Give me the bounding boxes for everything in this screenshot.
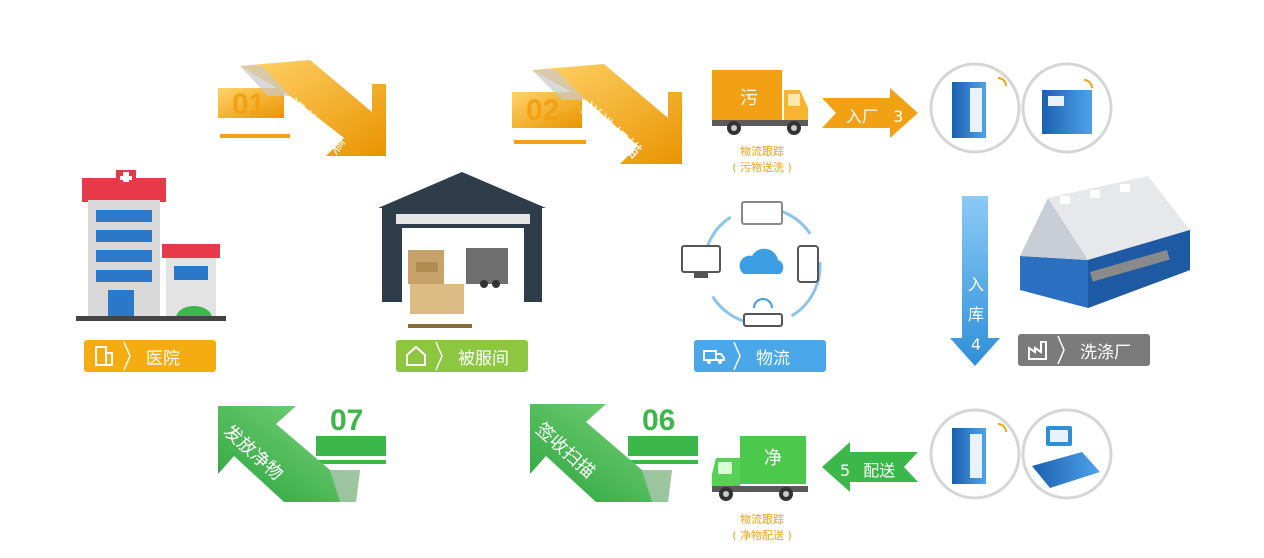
house-icon — [406, 345, 426, 366]
logistics-label-box: 物流 — [694, 340, 826, 372]
linen-room-label-box: 被服间 — [396, 340, 528, 372]
clean-truck-caption: 物流跟踪 ( 净物配送 ) — [732, 513, 792, 542]
clean-truck-char: 净 — [764, 448, 782, 469]
dirty-truck-caption: 物流跟踪 ( 污物送洗 ) — [732, 145, 792, 174]
step-06-number: 06 — [642, 404, 676, 437]
step-06-arrow — [530, 404, 698, 502]
step-07-arrow — [218, 406, 386, 502]
truck-icon — [703, 350, 725, 364]
chevron-separator-icon — [435, 341, 443, 371]
chevron-separator-icon — [123, 341, 131, 371]
dirty-truck-char: 污 — [740, 88, 758, 109]
warehouse-icon — [378, 172, 546, 328]
washer-circle-icon — [929, 62, 1021, 154]
arrow-deliver — [822, 442, 918, 492]
hospital-icon — [76, 170, 226, 321]
linen-room-label: 被服间 — [458, 348, 509, 369]
arrow-in-factory-label: 入厂 3 — [846, 107, 904, 126]
step-01-arrow — [218, 60, 386, 156]
hospital-label: 医院 — [146, 348, 180, 369]
arrow-in-factory — [822, 88, 918, 138]
step-07-number: 07 — [330, 404, 364, 437]
factory-small-icon — [1028, 341, 1047, 360]
dirty-truck-icon — [712, 70, 808, 135]
logistics-label: 物流 — [756, 348, 790, 369]
factory-icon — [1020, 176, 1190, 308]
clean-truck-icon — [712, 436, 808, 501]
step-01-number: 01 — [232, 88, 266, 121]
laundry-label: 洗涤厂 — [1080, 342, 1131, 363]
chevron-separator-icon — [1057, 335, 1065, 365]
step-02-arrow — [512, 64, 682, 164]
washer-circle-icon-2 — [929, 408, 1021, 500]
chevron-separator-icon — [733, 341, 741, 371]
ironer-circle-icon — [1021, 408, 1113, 500]
arrow-store-label: 入 库 4 — [967, 275, 984, 354]
arrow-store — [950, 196, 1000, 366]
hospital-label-box: 医院 — [84, 340, 216, 372]
network-icon — [681, 201, 822, 327]
arrow-deliver-label: 5 配送 — [840, 461, 896, 480]
dryer-circle-icon — [1021, 62, 1113, 154]
building-icon — [95, 346, 113, 366]
laundry-label-box: 洗涤厂 — [1018, 334, 1150, 366]
step-02-number: 02 — [526, 94, 560, 127]
